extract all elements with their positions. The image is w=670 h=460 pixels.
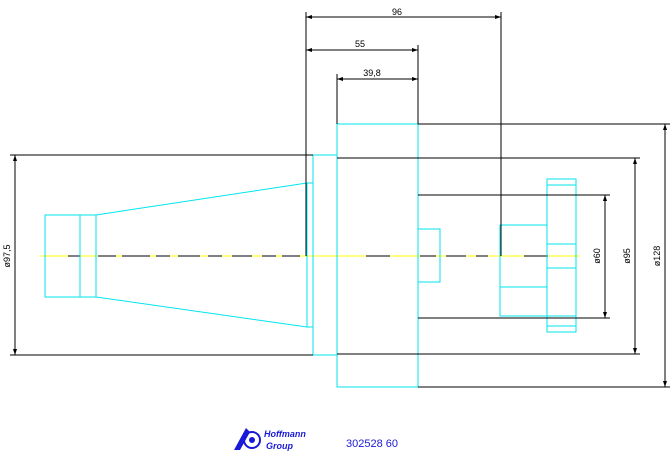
logo-line-2: Group	[266, 441, 293, 451]
dim-length-96: 96	[392, 7, 402, 17]
dim-dia-95: ø95	[622, 248, 632, 264]
dim-dia-60: ø60	[592, 248, 602, 264]
dim-dia-128: ø128	[652, 246, 662, 267]
dimension-arrows	[13, 15, 667, 387]
logo-mark-icon	[234, 428, 261, 450]
part-number: 302528 60	[346, 438, 398, 450]
dim-length-55: 55	[355, 39, 365, 49]
dim-dia-97-5: ø97,5	[2, 244, 12, 267]
logo-line-1: Hoffmann	[264, 429, 306, 439]
dim-length-39-8: 39,8	[363, 68, 381, 78]
hoffmann-group-logo: Hoffmann Group	[234, 428, 306, 451]
dimension-lines	[10, 12, 670, 388]
tool-holder-outline	[44, 123, 577, 388]
